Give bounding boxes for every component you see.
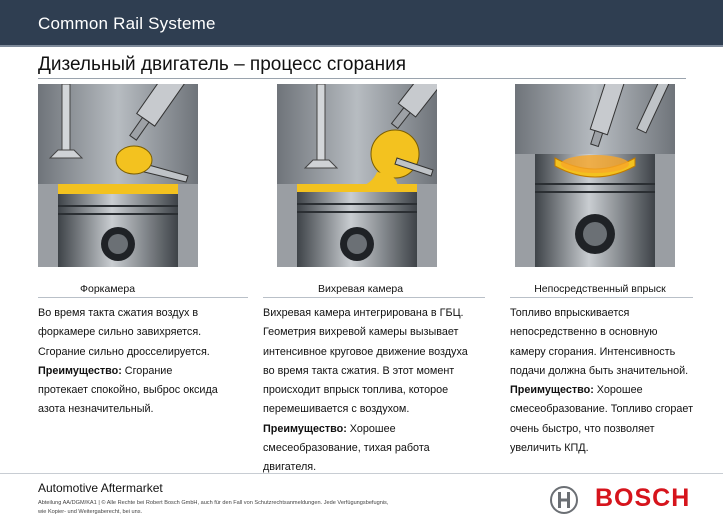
text-line: камеру сгорания. Интенсивность — [510, 345, 676, 358]
footer-title: Automotive Aftermarket — [38, 481, 163, 495]
text-line: увеличить КПД. — [510, 442, 589, 455]
text-line: смесеобразование. Топливо сгорает — [510, 403, 694, 416]
text-line: Топливо впрыскивается — [510, 307, 630, 319]
bosch-emblem-icon — [549, 485, 579, 515]
text-line: Вихревая камера интегрирована в ГБЦ. — [263, 307, 464, 319]
legal-line-2: wie Kopier- und Weitergaberecht, bei uns… — [38, 509, 143, 515]
legal-line-1: Abteilung AA/DGM/KA1 | © Alle Rechte bei… — [38, 500, 389, 506]
text-line: Преимущество: Хорошее — [510, 384, 643, 397]
column-title-direct-injection: Непосредственный впрыск — [534, 283, 666, 295]
text-line: азота незначительный. — [38, 403, 154, 416]
text-line: смесеобразование, тихая работа — [263, 442, 430, 455]
text-line: форкамере сильно завихряется. — [38, 326, 202, 339]
text-line: Геометрия вихревой камеры вызывает — [263, 326, 459, 339]
column-text-swirl-chamber: Вихревая камера интегрирована в ГБЦ. Гео… — [263, 304, 498, 478]
text-line: Преимущество: Сгорание — [38, 364, 173, 377]
text-line: происходит впрыск топлива, которое — [263, 384, 449, 397]
text-line: протекает спокойно, выброс оксида — [38, 384, 218, 397]
text-line: Сгорание сильно дросселируется. — [38, 345, 210, 358]
text-line: перемешивается с воздухом. — [263, 403, 410, 416]
engine-swirl-chamber-diagram — [277, 84, 437, 267]
text-line: непосредственно в основную — [510, 326, 658, 339]
app-title: Common Rail Systeme — [38, 14, 216, 33]
text-line: Преимущество: Хорошее — [263, 422, 396, 435]
top-bar: Common Rail Systeme — [0, 0, 723, 45]
footer-legal: Abteilung AA/DGM/KA1 | © Alle Rechte bei… — [38, 499, 508, 517]
title-divider — [38, 78, 686, 79]
page-title: Дизельный двигатель – процесс сгорания — [38, 54, 406, 75]
footer-divider — [0, 473, 723, 474]
engine-prechamber-diagram — [38, 84, 198, 267]
text-line: интенсивное круговое движение воздуха — [263, 345, 468, 358]
text-line: во время такта сжатия. В этот момент — [263, 364, 455, 377]
text-line: двигателя. — [263, 461, 317, 474]
top-divider — [0, 45, 723, 47]
text-line: Во время такта сжатия воздух в — [38, 307, 199, 319]
column-divider — [38, 297, 248, 298]
text-line: очень быстро, что позволяет — [510, 422, 655, 435]
text-line: подачи должна быть значительной. — [510, 364, 689, 377]
engine-direct-injection-diagram — [515, 84, 675, 267]
column-divider — [263, 297, 485, 298]
column-divider — [510, 297, 693, 298]
column-text-direct-injection: Топливо впрыскивается непосредственно в … — [510, 304, 710, 458]
column-title-prechamber: Форкамера — [80, 283, 136, 295]
column-text-prechamber: Во время такта сжатия воздух в форкамере… — [38, 304, 253, 420]
column-title-swirl-chamber: Вихревая камера — [318, 283, 404, 295]
bosch-logo: BOSCH — [595, 484, 691, 512]
